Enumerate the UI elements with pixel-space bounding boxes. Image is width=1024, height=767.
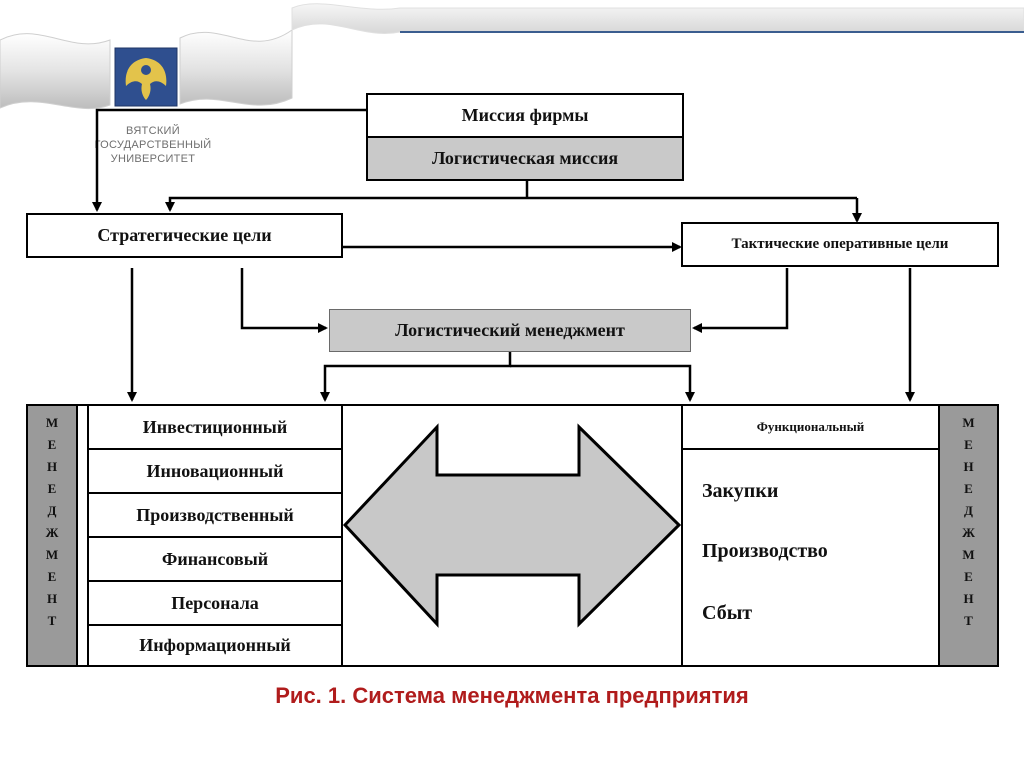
logo-line-1: ВЯТСКИЙ [126, 125, 180, 137]
center-divider-left [341, 404, 343, 667]
management-type-label: Инвестиционный [142, 416, 288, 437]
management-letter: Н [46, 591, 58, 606]
management-letter: Е [964, 481, 973, 496]
management-letter: Н [963, 591, 974, 606]
functional-header-label: Функциональный [756, 419, 865, 434]
strategic-goals-box: Стратегические цели [26, 213, 343, 258]
management-letter: Е [47, 481, 57, 496]
arrow-tactical-to-logistic [692, 268, 789, 333]
management-type-box: Инновационный [87, 448, 343, 494]
management-type-label: Производственный [136, 504, 294, 525]
management-letter: М [45, 547, 59, 562]
functional-item-sales: Сбыт [702, 602, 753, 624]
management-letter: Е [964, 437, 973, 452]
arrow-logistic-to-right-block [510, 364, 695, 402]
management-letter: М [962, 547, 975, 562]
management-type-box: Информационный [87, 624, 343, 667]
double-arrow-icon [342, 423, 682, 628]
management-letter: Е [47, 569, 57, 584]
management-letter: Е [964, 569, 973, 584]
mission-label: Миссия фирмы [461, 105, 589, 125]
management-letter: Д [964, 503, 973, 518]
tactical-goals-label: Тактические оперативные цели [731, 236, 949, 252]
management-letter: Ж [962, 525, 975, 540]
arrow-mission-to-strategic [92, 108, 366, 212]
management-letter: Н [46, 459, 58, 474]
management-type-box: Производственный [87, 492, 343, 538]
tactical-goals-box: Тактические оперативные цели [681, 222, 999, 267]
management-type-box: Персонала [87, 580, 343, 626]
management-letter: Т [964, 613, 973, 628]
functional-item-purchasing: Закупки [702, 480, 779, 502]
ribbon-banner [0, 3, 1024, 109]
logistic-management-label: Логистический менеджмент [395, 320, 625, 340]
management-letter: М [45, 415, 59, 430]
university-name: ВЯТСКИЙ ГОСУДАРСТВЕННЫЙ УНИВЕРСИТЕТ [78, 124, 228, 166]
management-letter: Ж [45, 525, 59, 540]
logo-line-3: УНИВЕРСИТЕТ [110, 153, 196, 165]
arrow-strategic-to-logistic [240, 268, 328, 333]
management-type-box: Инвестиционный [87, 404, 343, 450]
logistic-management-box: Логистический менеджмент [329, 309, 691, 352]
management-type-label: Инновационный [146, 460, 284, 481]
arrow-logistic-to-left-block [320, 352, 512, 402]
logistic-mission-label: Логистическая миссия [431, 148, 619, 168]
center-divider-right [681, 404, 683, 667]
management-letter: Е [47, 437, 57, 452]
functional-item-production: Производство [702, 540, 828, 562]
figure-caption: Рис. 1. Система менеджмента предприятия [275, 683, 749, 708]
mission-box: Миссия фирмы [366, 93, 684, 138]
management-letter: М [962, 415, 975, 430]
arrow-split-to-strategic [165, 196, 857, 212]
management-type-label: Персонала [171, 592, 259, 613]
management-type-label: Финансовый [161, 548, 269, 569]
functional-header-box: Функциональный [681, 404, 940, 450]
management-type-label: Информационный [139, 635, 291, 655]
strategic-goals-label: Стратегические цели [97, 225, 272, 245]
university-logo-icon [114, 47, 178, 107]
management-letter: Н [963, 459, 974, 474]
management-letter: Д [47, 503, 57, 518]
management-letter: Т [47, 613, 57, 628]
logo-line-2: ГОСУДАРСТВЕННЫЙ [94, 139, 212, 151]
management-type-box: Финансовый [87, 536, 343, 582]
logistic-mission-box: Логистическая миссия [366, 136, 684, 181]
